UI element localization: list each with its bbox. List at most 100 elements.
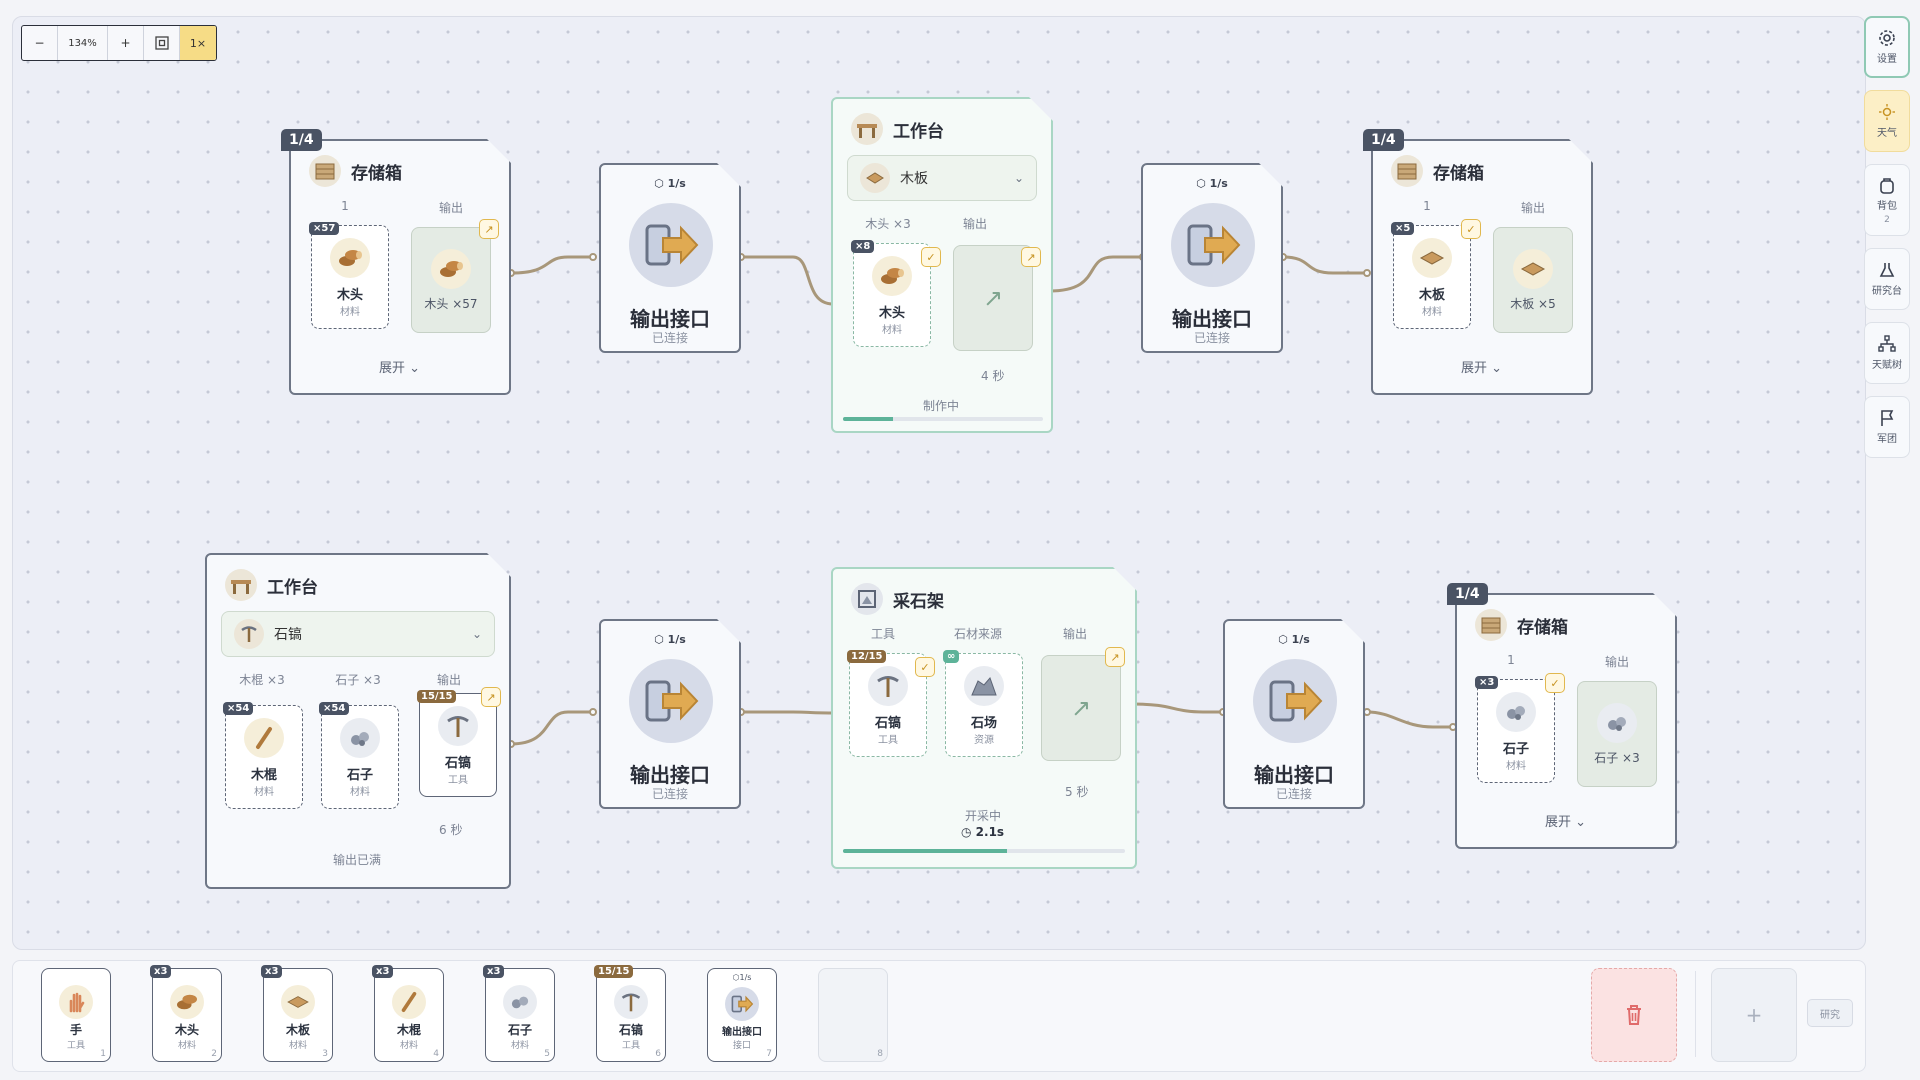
checkmark-icon[interactable]: ✓: [1461, 219, 1481, 239]
count-badge: ×5: [1391, 222, 1414, 235]
workbench-node[interactable]: 工作台 木板 ⌄ 木头 ×3 输出 ×8 木头 材料 ✓ ↗ ↗ 4 秒 制作中: [831, 97, 1053, 433]
fit-icon: [154, 36, 169, 50]
slot-name: 木棍: [250, 768, 277, 783]
hotbar-name: 木板: [285, 1023, 310, 1037]
hotbar-slot[interactable]: x3 木头 材料 2: [150, 965, 222, 1062]
output-slot[interactable]: 木头 ×57: [411, 227, 491, 333]
recipe-label: 木板: [900, 171, 928, 187]
input-slot[interactable]: ×54 石子 材料: [321, 705, 399, 809]
input-slot[interactable]: ×54 木棍 材料: [225, 705, 303, 809]
wire: [1131, 702, 1225, 714]
workbench-node[interactable]: 工作台 石镐 ⌄ 木棍 ×3 石子 ×3 输出 ×54 木棍 材料 ×54 石子…: [205, 553, 511, 889]
input-slot[interactable]: ×8 木头 材料: [853, 243, 931, 347]
factory-canvas[interactable]: − 134% + 1× 存储箱 1 输出 ×57 木头 材料 木头 ×57 ↗ …: [12, 16, 1866, 950]
node-title: 存储箱: [1433, 163, 1484, 184]
pickaxe-icon: [868, 666, 908, 706]
node-title: 存储箱: [1517, 617, 1568, 638]
trash-icon: [1627, 1005, 1641, 1025]
page-badge[interactable]: 1/4: [1363, 129, 1404, 151]
trash-button[interactable]: [1591, 968, 1677, 1062]
weather-button[interactable]: 天气: [1864, 90, 1910, 152]
page-badge[interactable]: 1/4: [281, 129, 322, 151]
zoom-out-button[interactable]: −: [22, 26, 58, 60]
output-slot[interactable]: 石子 ×3: [1577, 681, 1657, 787]
storage-node[interactable]: 存储箱 1 输出 ×3 石子 材料 ✓ 石子 ×3 展开 ⌄: [1455, 593, 1677, 849]
slot-name: 木板: [1418, 288, 1445, 303]
expand-button[interactable]: 展开 ⌄: [1461, 361, 1503, 376]
port-title: 输出接口: [630, 307, 710, 331]
output-port-node[interactable]: ⬡ 1/s 输出接口 已连接: [1223, 619, 1365, 809]
output-column-label: 输出: [1062, 627, 1087, 641]
output-port-node[interactable]: ⬡ 1/s 输出接口 已连接: [1141, 163, 1283, 353]
hotbar-slot[interactable]: ⬡1/s 输出接口 接口 7: [707, 968, 777, 1062]
plank-icon: [1412, 238, 1452, 278]
node-header: 工作台: [225, 569, 318, 601]
recipe-dropdown[interactable]: 木板 ⌄: [847, 155, 1037, 201]
zoom-in-button[interactable]: +: [108, 26, 144, 60]
hotbar-key: 5: [544, 1049, 550, 1059]
output-link-icon[interactable]: ↗: [1021, 247, 1041, 267]
recipe-dropdown[interactable]: 石镐 ⌄: [221, 611, 495, 657]
expand-button[interactable]: 展开 ⌄: [1545, 815, 1587, 830]
legion-button[interactable]: 军团: [1864, 396, 1910, 458]
backpack-button[interactable]: 背包 2: [1864, 164, 1910, 236]
crate-icon: [1391, 155, 1423, 187]
hotbar-slot[interactable]: x3 木棍 材料 4: [372, 965, 444, 1062]
hotbar-category: 材料: [510, 1041, 529, 1051]
storage-node[interactable]: 存储箱 1 输出 ×5 木板 材料 ✓ 木板 ×5 展开 ⌄: [1371, 139, 1593, 395]
output-link-icon[interactable]: ↗: [1105, 647, 1125, 667]
storage-node[interactable]: 存储箱 1 输出 ×57 木头 材料 木头 ×57 ↗ 展开 ⌄: [289, 139, 511, 395]
output-slot[interactable]: 15/15 石镐 工具: [419, 693, 497, 797]
settings-button[interactable]: 设置: [1864, 16, 1910, 78]
plank-icon: [281, 985, 315, 1019]
pebble-icon: [1496, 692, 1536, 732]
hotbar-slot[interactable]: 15/15 石镐 工具 6: [594, 965, 666, 1062]
quarry-node[interactable]: 采石架 工具 石材来源 输出 12/15 石镐 工具 ✓ ∞ 石场 资源 ↗ ↗…: [831, 567, 1137, 869]
add-slot-button[interactable]: +: [1711, 968, 1797, 1062]
hotbar-name: 木头: [174, 1023, 199, 1037]
talent-tree-button[interactable]: 天赋树: [1864, 322, 1910, 384]
hotbar-name: 木棍: [396, 1023, 421, 1037]
output-label: 木板 ×5: [1510, 296, 1556, 311]
speed-button[interactable]: 1×: [180, 26, 216, 60]
count-badge: x3: [372, 965, 394, 978]
output-port-node[interactable]: ⬡ 1/s 输出接口 已连接: [599, 619, 741, 809]
storage-slot[interactable]: ×57 木头 材料: [311, 225, 389, 329]
output-link-icon[interactable]: ↗: [481, 687, 501, 707]
hotbar-slot[interactable]: x3 木板 材料 3: [261, 965, 333, 1062]
count-badge: ×54: [223, 702, 253, 715]
stick-icon: [392, 985, 426, 1019]
slot-category: 材料: [254, 787, 274, 798]
hotbar-key: 6: [655, 1049, 661, 1059]
expand-button[interactable]: 展开 ⌄: [379, 361, 421, 376]
node-title: 采石架: [893, 591, 944, 612]
checkmark-icon[interactable]: ✓: [1545, 673, 1565, 693]
output-port-node[interactable]: ⬡ 1/s 输出接口 已连接: [599, 163, 741, 353]
slot-category: 材料: [350, 787, 370, 798]
node-title: 工作台: [893, 121, 944, 142]
hotbar-slot[interactable]: 手 工具 1: [41, 968, 111, 1062]
research-button[interactable]: 研究: [1807, 999, 1853, 1027]
workbench-icon: [225, 569, 257, 601]
output-slot[interactable]: 木板 ×5: [1493, 227, 1573, 333]
tool-slot[interactable]: 12/15 石镐 工具: [849, 653, 927, 757]
output-slot[interactable]: ↗: [953, 245, 1033, 351]
source-slot[interactable]: ∞ 石场 资源: [945, 653, 1023, 757]
output-slot[interactable]: ↗: [1041, 655, 1121, 761]
storage-slot[interactable]: ×3 石子 材料: [1477, 679, 1555, 783]
checkmark-icon[interactable]: ✓: [921, 247, 941, 267]
count-badge: x3: [150, 965, 172, 978]
wire: [1047, 255, 1145, 293]
backpack-icon: [1880, 177, 1894, 194]
chevron-down-icon: ⌄: [471, 627, 482, 641]
hotbar-slot[interactable]: x3 石子 材料 5: [483, 965, 555, 1062]
research-table-button[interactable]: 研究台: [1864, 248, 1910, 310]
slot-name: 石子: [1502, 742, 1529, 757]
fit-view-button[interactable]: [144, 26, 180, 60]
count-badge: 12/15: [847, 650, 886, 663]
page-badge[interactable]: 1/4: [1447, 583, 1488, 605]
storage-slot[interactable]: ×5 木板 材料: [1393, 225, 1471, 329]
hotbar-slot-empty[interactable]: 8: [818, 968, 888, 1062]
output-link-icon[interactable]: ↗: [479, 219, 499, 239]
checkmark-icon[interactable]: ✓: [915, 657, 935, 677]
